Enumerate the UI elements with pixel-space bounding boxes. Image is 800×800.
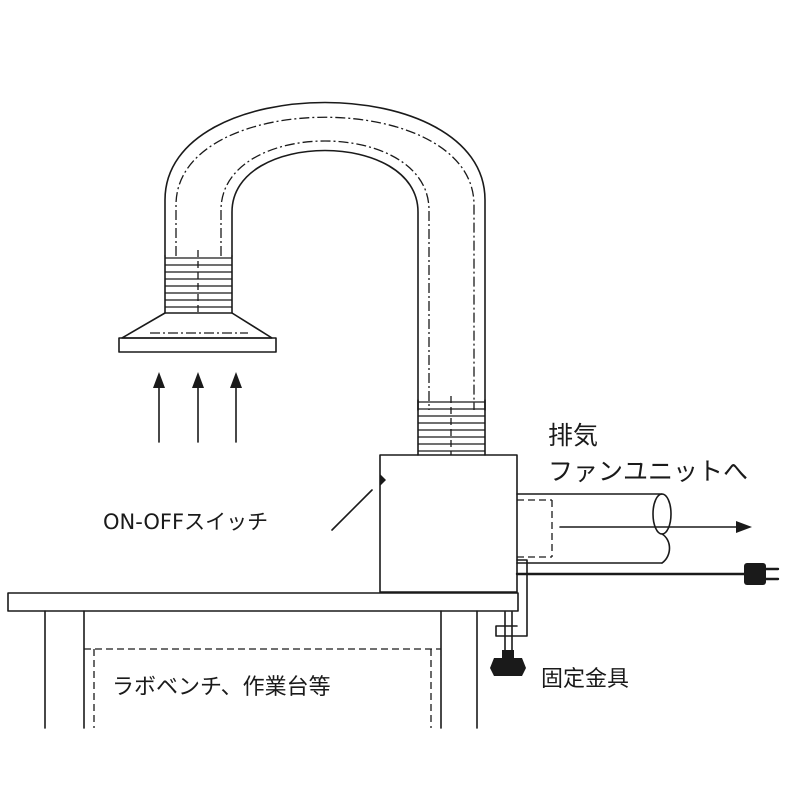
- power-cord: [515, 563, 780, 585]
- fixing-clamp: [490, 559, 528, 676]
- exhaust-flow-arrow: [559, 521, 752, 533]
- base-unit: [379, 454, 518, 593]
- intake-airflow-arrows: [153, 372, 242, 443]
- base-corrugation: [417, 396, 486, 456]
- on-off-switch[interactable]: [380, 474, 386, 486]
- exhaust-duct: [516, 493, 672, 564]
- switch-leader-line: [331, 489, 373, 531]
- lab-bench: [7, 592, 519, 729]
- collection-hood: [118, 312, 277, 353]
- exhaust-label-line1: 排気: [548, 421, 598, 450]
- switch-label: ON-OFFスイッチ: [103, 510, 268, 534]
- hood-corrugation: [164, 250, 233, 314]
- bench-label: ラボベンチ、作業台等: [112, 675, 331, 700]
- flexible-arm: [164, 101, 486, 411]
- clamp-label: 固定金具: [541, 667, 629, 692]
- exhaust-label-line2: ファンユニットへ: [548, 457, 748, 486]
